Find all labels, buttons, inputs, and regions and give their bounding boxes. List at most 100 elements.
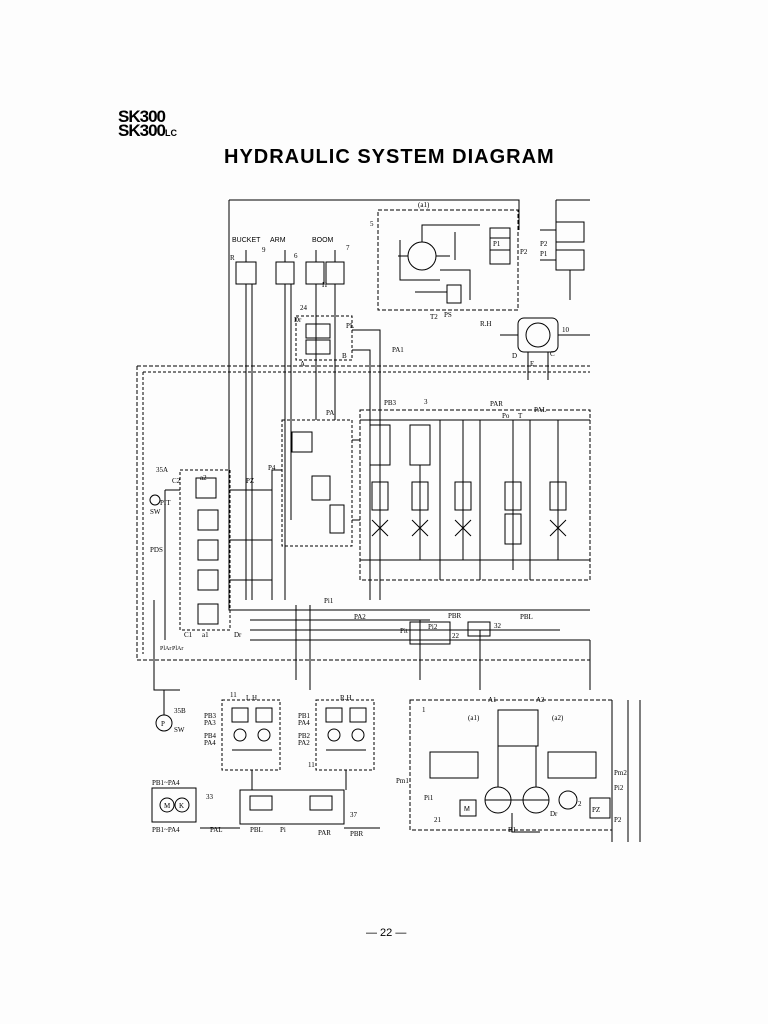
shuttle-block-33	[151, 787, 197, 823]
label-pa: PA	[326, 409, 334, 417]
label-n2: 2	[578, 800, 582, 808]
label-n11b: 11	[308, 761, 315, 769]
main-pump-unit	[409, 699, 641, 842]
label-p4: P4	[268, 464, 276, 472]
label-dr2: Dr	[550, 810, 558, 818]
label-pbl: PBL	[520, 613, 533, 621]
label-a1: a1	[202, 631, 209, 639]
label-pa4: PA4	[204, 739, 216, 747]
label-n5: 5	[370, 220, 374, 228]
label-pb3: PB3	[384, 399, 397, 407]
swivel-joint	[500, 317, 590, 380]
label-a2: a2	[200, 474, 207, 482]
label-n32: 32	[494, 622, 502, 630]
label-pa2: PA2	[354, 613, 366, 621]
label-r: R	[230, 254, 235, 262]
label-p: P	[161, 720, 165, 728]
label-pal: PAL	[534, 406, 547, 414]
label-pit: PIT	[160, 499, 171, 507]
right-top-valve	[540, 221, 585, 300]
label-c1: C1	[184, 631, 193, 639]
spool-2	[409, 424, 431, 560]
model-name-line2: SK300LC	[118, 121, 177, 140]
label-k: K	[179, 802, 184, 810]
label-n37: 37	[350, 811, 358, 819]
label-pi2: Pi2	[428, 623, 438, 631]
label-c2: C2	[172, 477, 181, 485]
label-t: T	[518, 412, 523, 420]
label-pl: PL	[346, 322, 354, 330]
label-dr: Dr	[294, 316, 302, 324]
spool-4	[504, 420, 522, 570]
label-a1c: (a1)	[468, 714, 480, 722]
label-motor-m: M	[464, 806, 470, 813]
label-pz: PZ	[246, 477, 254, 485]
label-a1b: A1	[488, 696, 497, 704]
label-par-bottom: PAR	[318, 829, 331, 837]
label-p1b: P1	[540, 250, 548, 258]
label-a: A	[300, 360, 305, 368]
label-pi1: Pi1	[324, 597, 334, 605]
spool-1	[369, 424, 391, 560]
label-pa1: PA1	[392, 346, 404, 354]
label-pbr: PBR	[448, 612, 462, 620]
label-pit2: Pit	[400, 627, 408, 635]
label-d: D	[512, 352, 517, 360]
label-a1-top: (a1)	[418, 201, 430, 209]
spool-3	[454, 420, 472, 560]
label-pm1: Pm1	[396, 777, 409, 785]
label-n35b: 35B	[174, 707, 186, 715]
label-pm2: Pm2	[614, 769, 627, 777]
label-a2c: (a2)	[552, 714, 564, 722]
label-n35a: 35A	[156, 466, 168, 474]
label-pb3-left: PB3	[204, 712, 217, 720]
page-title: HYDRAULIC SYSTEM DIAGRAM	[224, 146, 555, 168]
pilot-pump-unit	[377, 209, 519, 311]
label-n24: 24	[300, 304, 308, 312]
control-valve-stack	[359, 409, 591, 581]
label-plar: PlAr	[160, 646, 171, 652]
label-p2b: P2	[540, 240, 548, 248]
lower-lines	[240, 605, 591, 690]
label-p1: P1	[493, 240, 501, 248]
label-pb4: PB4	[204, 732, 217, 740]
label-n9: 9	[262, 246, 266, 254]
model-name-line1: SK300	[118, 107, 166, 126]
label-sw2: SW	[174, 726, 185, 734]
label-n22: 22	[452, 632, 460, 640]
label-n11a: 11	[230, 691, 237, 699]
label-plar2: PlAr	[172, 646, 183, 652]
pilot-valve-rh	[315, 699, 375, 790]
label-ps: PS	[444, 311, 452, 319]
label-m: M	[164, 802, 171, 810]
label-n7: 7	[346, 244, 350, 252]
label-p2: P2	[520, 248, 528, 256]
label-b: B	[342, 352, 347, 360]
label-t2: T2	[430, 313, 438, 321]
label-pa4b: PA4	[298, 719, 310, 727]
left-pilot-block	[271, 419, 360, 600]
label-pi2b: Pi2	[614, 784, 624, 792]
solenoid-valve-stack	[149, 469, 272, 640]
label-b1: B1	[508, 826, 517, 834]
label-n21: 21	[434, 816, 442, 824]
label-rh: R.H	[480, 320, 491, 328]
cylinders	[235, 250, 345, 600]
label-bucket: BUCKET	[232, 237, 261, 244]
label-pb2: PB2	[298, 732, 311, 740]
label-e: E	[530, 360, 534, 368]
label-dr-left: Dr	[234, 631, 242, 639]
label-boom: BOOM	[312, 237, 334, 244]
spool-5	[549, 420, 567, 560]
label-pb1pa4: PB1~PA4	[152, 779, 180, 787]
label-n3: 3	[424, 398, 428, 406]
label-pa2b: PA2	[298, 739, 310, 747]
label-pal-bottom: PAL	[210, 826, 223, 834]
label-h: H	[322, 281, 327, 289]
label-arm: ARM	[270, 237, 286, 244]
outer-frame	[136, 199, 590, 661]
label-lh: L.H	[246, 694, 257, 702]
